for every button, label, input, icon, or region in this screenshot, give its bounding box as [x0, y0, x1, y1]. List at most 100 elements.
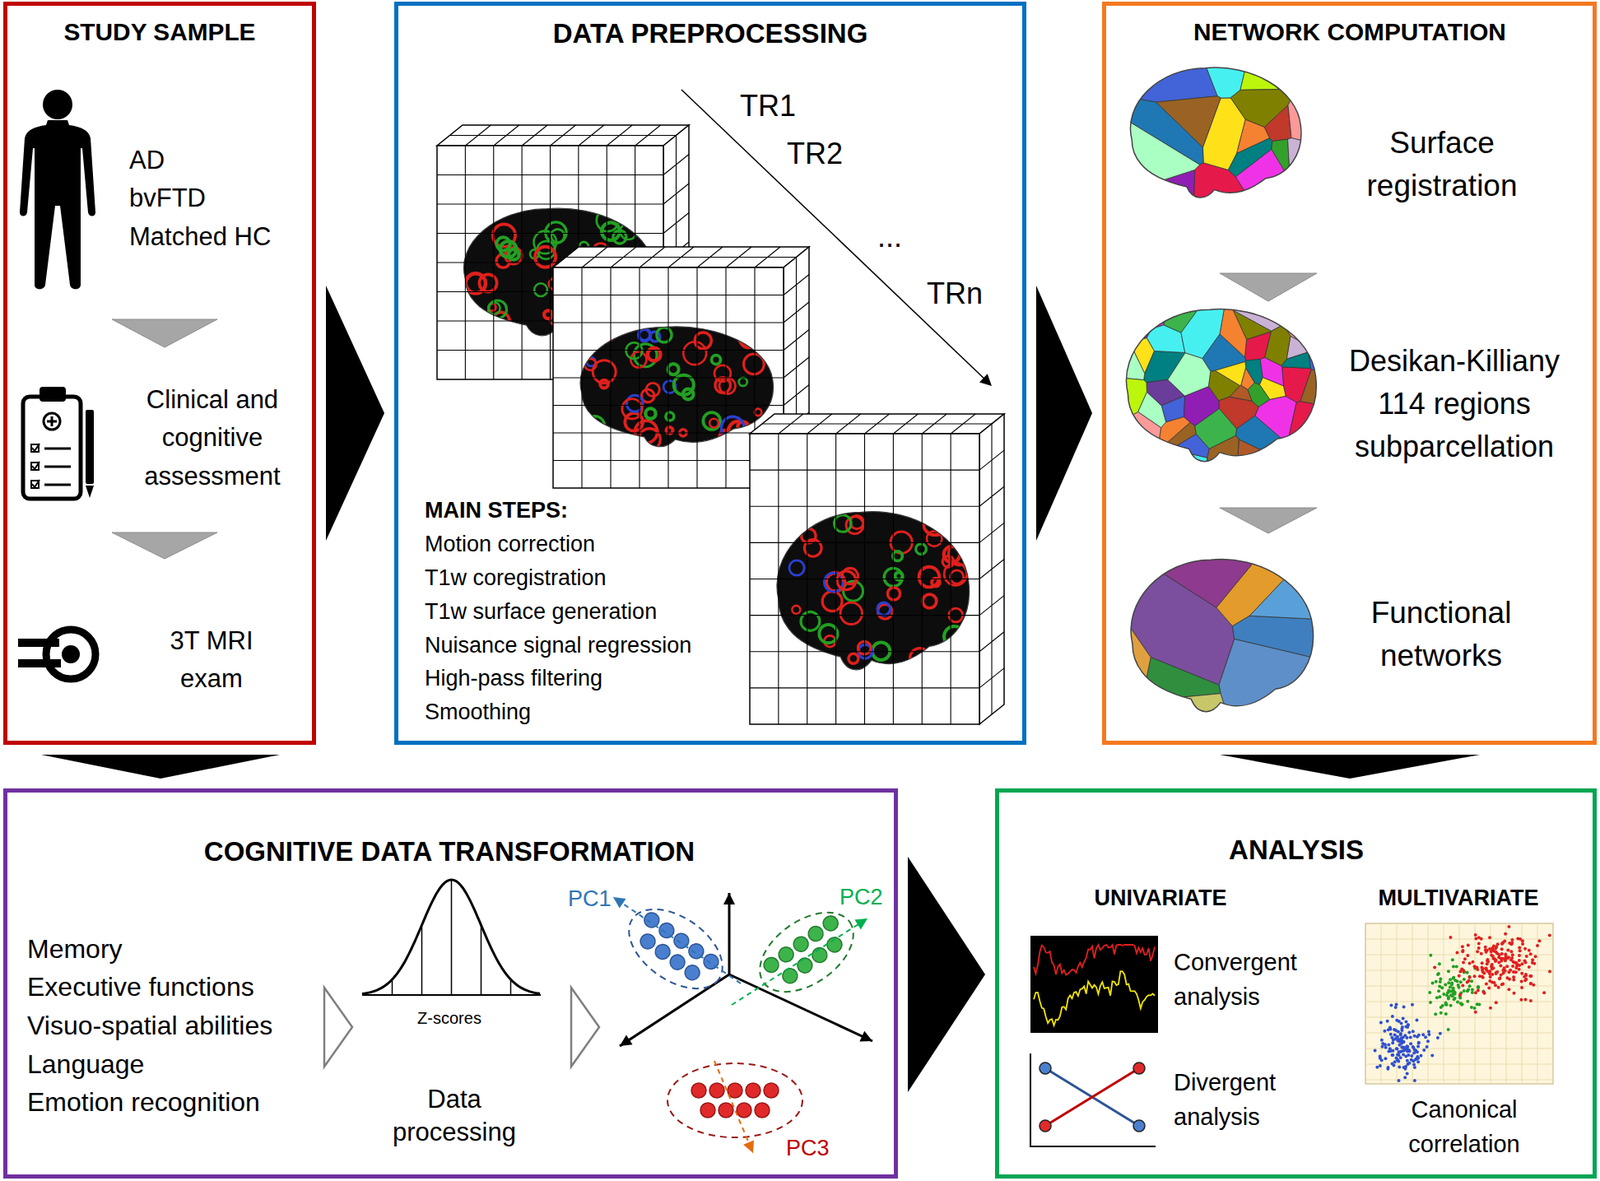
data-point	[745, 1083, 761, 1098]
scatter-point	[1389, 1004, 1393, 1008]
scatter-point	[1510, 956, 1514, 960]
scatter-point	[1395, 1052, 1400, 1056]
scatter-point	[1506, 970, 1511, 974]
scatter-grid	[1365, 923, 1554, 1084]
signal-ring	[596, 209, 619, 232]
scatter-point	[1400, 1027, 1404, 1031]
scatter-point	[1487, 986, 1491, 990]
scatter-point	[1477, 935, 1481, 940]
scatter-point	[1479, 952, 1484, 956]
pc-direction	[714, 1060, 754, 1154]
scatter-point	[1500, 982, 1504, 987]
data-point	[637, 930, 659, 952]
scatter-point	[1485, 948, 1489, 953]
scatter-point	[1535, 944, 1540, 948]
scatter-point	[1389, 1032, 1393, 1037]
scatter-point	[1427, 990, 1432, 995]
brain-region	[1117, 324, 1135, 355]
scatter-point	[1451, 958, 1455, 962]
signal-ring	[944, 626, 965, 647]
signal-ring	[496, 237, 510, 251]
scatter-point	[1404, 1036, 1409, 1040]
scatter-point	[1444, 1012, 1448, 1016]
label-text: TRn	[926, 275, 983, 312]
scatter-point	[1445, 993, 1449, 997]
scatter-point	[1457, 974, 1461, 978]
signal-ring	[754, 409, 763, 417]
step-arrow	[111, 319, 218, 348]
scatter-point	[1460, 948, 1465, 953]
scatter-point	[1412, 1051, 1416, 1056]
scatter-point	[1437, 989, 1441, 993]
scatter-point	[1448, 977, 1452, 982]
panel: NETWORK COMPUTATIONSurface registrationD…	[1102, 1, 1597, 745]
scatter-point	[1459, 980, 1463, 984]
scatter-point	[1494, 958, 1498, 963]
scatter-point	[1437, 995, 1442, 999]
person-body	[19, 120, 96, 289]
scatter-point	[1417, 1041, 1421, 1045]
data-point	[805, 923, 827, 945]
scatter-point	[1515, 961, 1519, 965]
data-point	[790, 934, 812, 955]
label-text: Motion correction	[424, 530, 596, 558]
brain-outline	[776, 511, 970, 670]
scatter-point	[1409, 1035, 1413, 1039]
scatter-point	[1537, 939, 1541, 943]
scatter-point	[1397, 1065, 1401, 1069]
signal-ring	[833, 515, 852, 533]
signal-ring	[837, 571, 856, 591]
scatter-point	[1483, 967, 1488, 971]
scatter-point	[1500, 942, 1504, 946]
scatter-point	[1412, 1062, 1416, 1066]
scatter-point	[1474, 933, 1478, 937]
scatter-point	[1396, 1030, 1400, 1034]
signal-ring	[668, 363, 680, 375]
scatter-point	[1460, 983, 1465, 987]
signal-ring	[730, 434, 738, 442]
cluster-outline	[745, 896, 868, 1009]
pca-axis	[729, 974, 873, 1042]
scatter-point	[1460, 944, 1465, 949]
scatter-point	[1498, 963, 1503, 968]
scatter-point	[1414, 1018, 1419, 1022]
check-line	[44, 447, 71, 451]
scatter-point	[1455, 1000, 1460, 1005]
scatter-point	[1475, 949, 1480, 954]
scatter-point	[1462, 969, 1466, 973]
scatter-point	[1384, 1046, 1388, 1050]
scatter-point	[1428, 953, 1433, 958]
interaction-point	[1133, 1062, 1145, 1075]
signal-ring	[789, 648, 799, 658]
brain-region	[1273, 440, 1301, 470]
signal-ring	[789, 560, 805, 576]
scatter-point	[1527, 948, 1531, 953]
panel-title: DATA PREPROCESSING	[405, 17, 1015, 51]
pc-direction	[613, 897, 741, 984]
scatter-point	[1395, 1046, 1399, 1051]
pen-body	[85, 409, 94, 484]
sigma-line	[510, 979, 512, 996]
signal-ring	[702, 412, 721, 430]
scatter-point	[1440, 986, 1444, 990]
scatter-point	[1518, 948, 1522, 953]
signal-ring	[709, 418, 719, 428]
data-point	[700, 951, 721, 973]
scatter-point	[1453, 992, 1457, 996]
scatter-point	[1486, 958, 1490, 962]
scatter-point	[1438, 1032, 1442, 1036]
scatter-point	[1524, 960, 1528, 964]
scatter-point	[1517, 946, 1521, 950]
label-text: MULTIVARIATE	[1343, 884, 1574, 912]
scatter-point	[1493, 949, 1497, 954]
data-point	[670, 930, 692, 952]
scatter-point	[1450, 981, 1454, 986]
scatter-point	[1443, 983, 1447, 987]
label-text: Clinical and cognitive assessment	[128, 381, 298, 497]
data-cluster	[667, 1063, 803, 1138]
scatter-point	[1496, 942, 1500, 946]
scatter-point	[1411, 1045, 1415, 1049]
label-text: 3T MRI exam	[149, 622, 274, 699]
scatter-point	[1461, 961, 1466, 965]
label-text: MAIN STEPS:	[424, 497, 568, 524]
